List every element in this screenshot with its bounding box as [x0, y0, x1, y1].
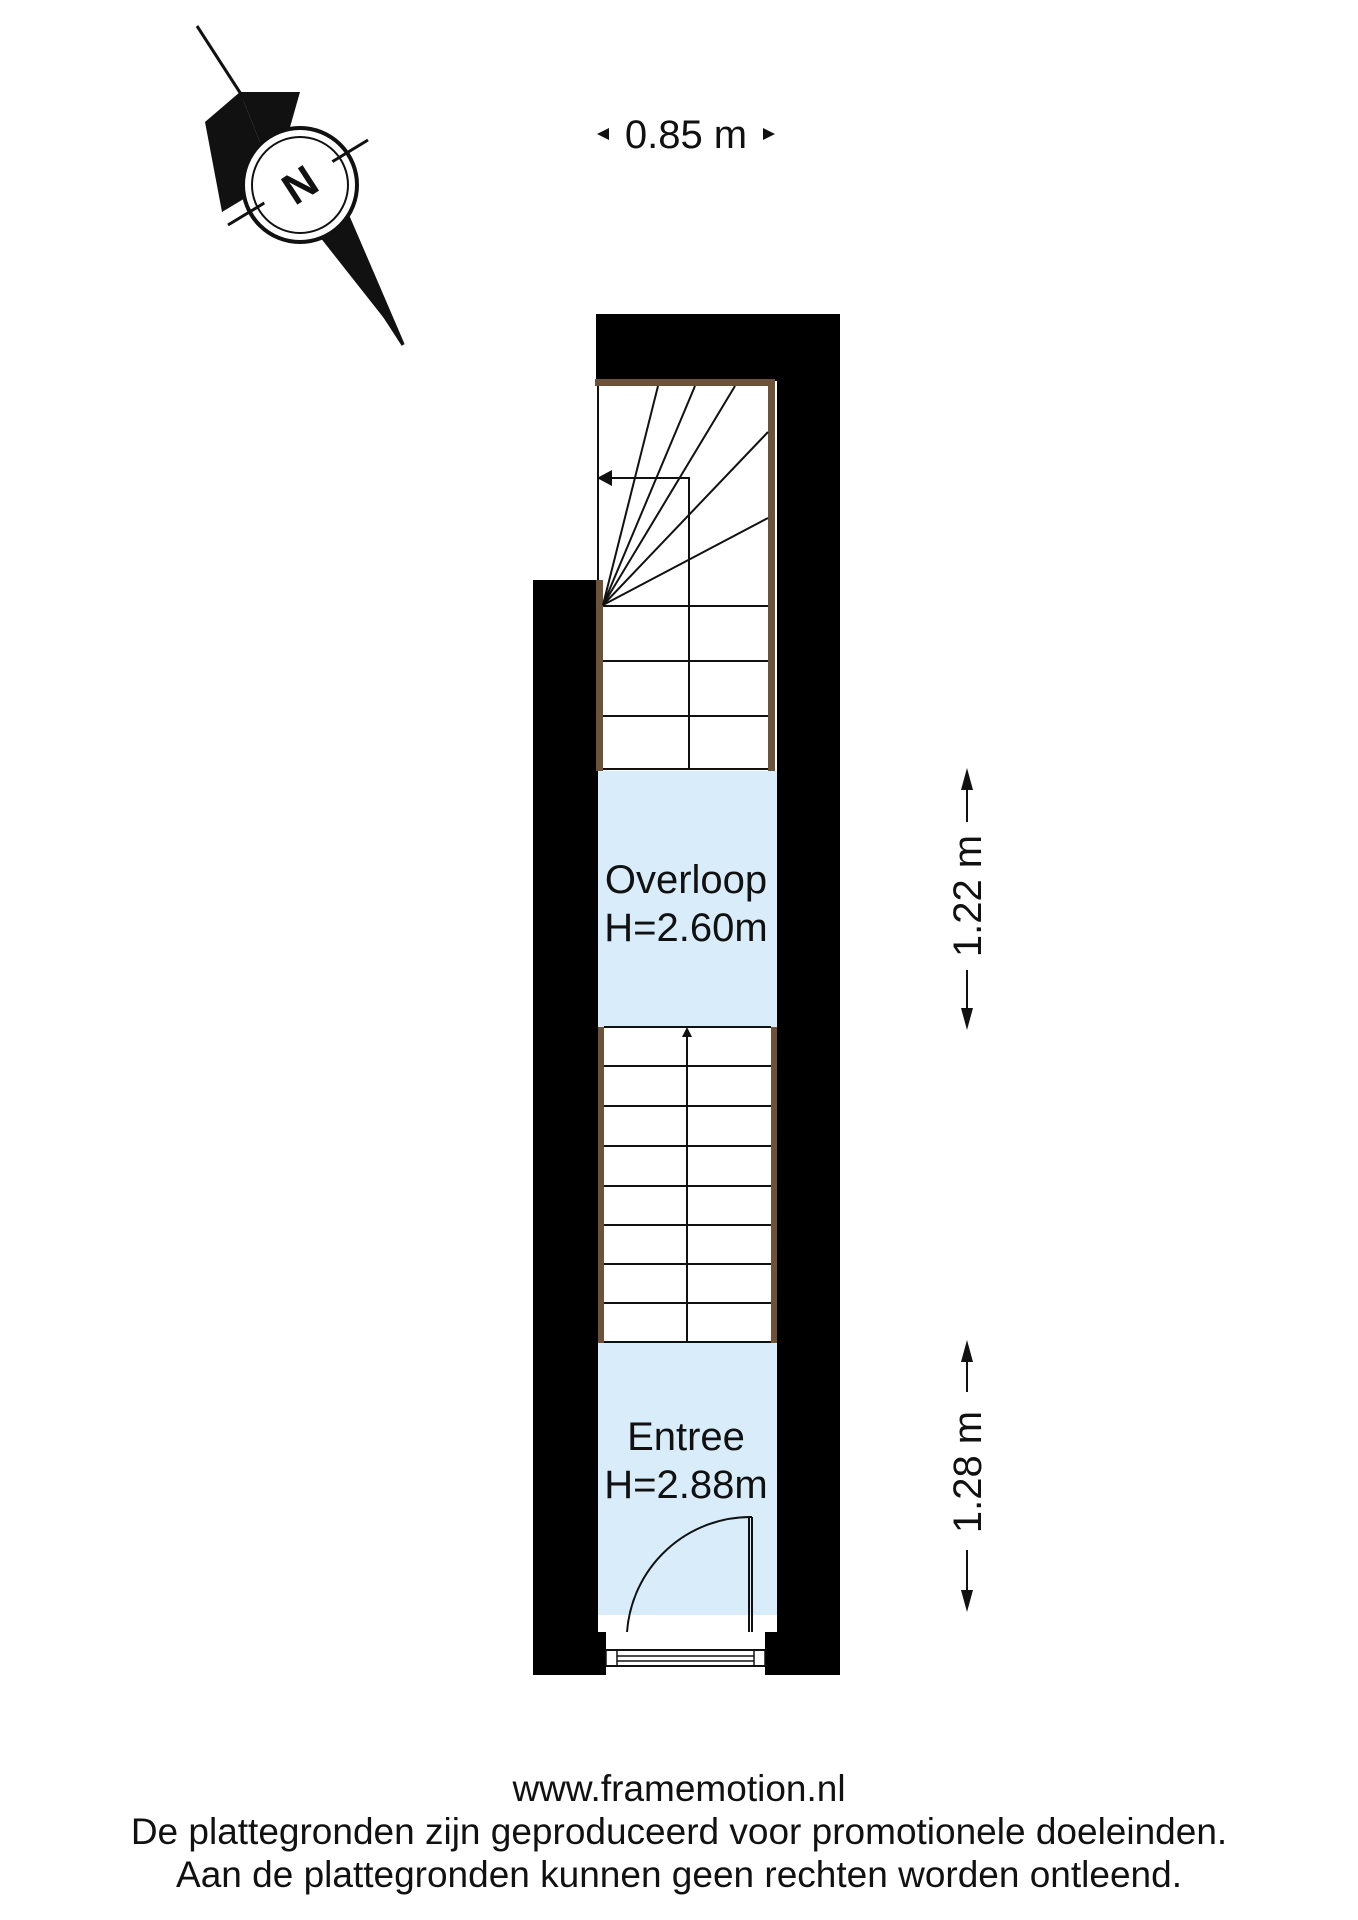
lower-staircase [598, 1026, 777, 1343]
footer: www.framemotion.nl De plattegronden zijn… [0, 1767, 1358, 1896]
room-entree-height: H=2.88m [604, 1463, 767, 1507]
room-overloop [598, 771, 777, 1027]
dimension-overloop: 1.22 m [946, 768, 990, 1030]
room-overloop-name: Overloop [605, 858, 767, 902]
dimension-overloop-label: 1.22 m [946, 835, 990, 957]
walls [533, 314, 840, 1675]
footer-website: www.framemotion.nl [512, 1768, 846, 1809]
dimension-width-label: 0.85 m [625, 113, 747, 157]
entrance-door [598, 1515, 777, 1675]
compass-icon: N [195, 25, 405, 346]
dimension-width: 0.85 m [597, 113, 775, 157]
room-entree-name: Entree [627, 1415, 745, 1459]
footer-disclaimer-line-2: Aan de plattegronden kunnen geen rechten… [176, 1854, 1182, 1895]
upper-staircase [595, 379, 777, 771]
dimension-entree: 1.28 m [946, 1340, 990, 1612]
room-overloop-height: H=2.60m [604, 906, 767, 950]
footer-disclaimer-line-1: De plattegronden zijn geproduceerd voor … [130, 1811, 1228, 1852]
dimension-entree-label: 1.28 m [946, 1411, 990, 1533]
room-entree [598, 1343, 777, 1615]
